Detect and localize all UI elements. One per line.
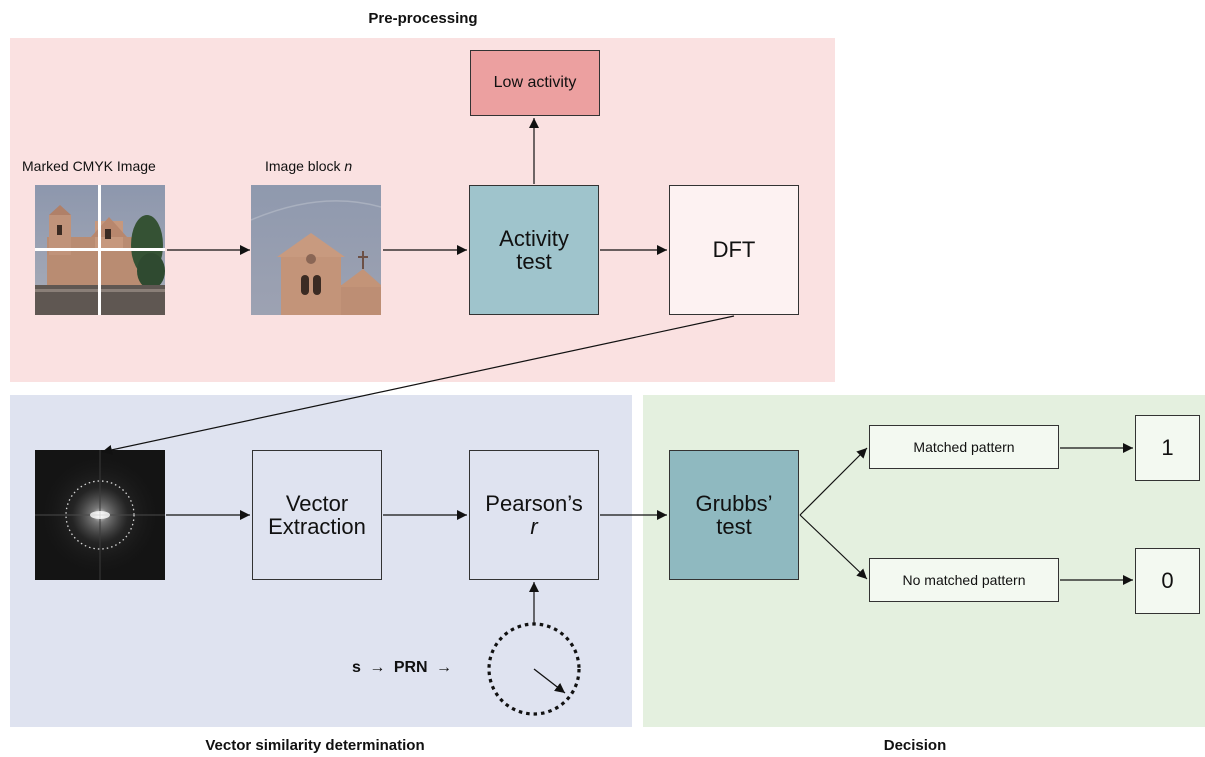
activity-test-label-1: Activity [499,225,569,251]
decision-title: Decision [883,737,947,754]
dft-spectrum-icon [35,450,165,580]
vector-extraction-label-1: Vector [285,490,349,516]
pearson-label-2: r [530,514,538,539]
pearson-box: Pearson’s r [469,450,599,580]
no-matched-pattern-box: No matched pattern [869,558,1059,602]
church-photo-grid-svg [35,185,165,315]
church-photo-svg [250,185,382,315]
marked-image-label: Marked CMYK Image [22,158,156,174]
grubbs-label-1: Grubbs’ [695,490,773,516]
grubbs-test-box: Grubbs’ test [669,450,799,580]
dft-spectrum-svg [35,450,165,580]
dft-box: DFT [669,185,799,315]
output-zero-label: 0 [1161,568,1174,594]
vector-extraction-label-2: Extraction [268,514,366,539]
matched-pattern-label: Matched pattern [913,438,1015,455]
image-block-label-var: n [344,158,353,174]
prn-label: PRN [393,659,428,676]
pearson-label-1: Pearson’s [485,490,583,516]
output-one-box: 1 [1135,415,1200,481]
activity-test-box: Activity test [469,185,599,315]
no-matched-pattern-label: No matched pattern [902,571,1026,588]
arrow-dft-to-spectrum [101,315,735,455]
grubbs-label-2: test [716,514,752,539]
prn-chain: s → PRN → [352,659,456,677]
church-photo-icon [250,185,382,315]
prn-seed: s [352,659,361,676]
low-activity-box: Low activity [470,50,600,116]
vector-similarity-title: Vector similarity determination [205,737,425,754]
matched-pattern-box: Matched pattern [869,425,1059,469]
image-block-label: Image block n [265,158,352,174]
prn-arrow-1: → [369,659,386,676]
vector-extraction-box: Vector Extraction [252,450,382,580]
prn-dial-icon [487,622,581,716]
arrow-grubbs-to-matched [799,447,868,516]
low-activity-label: Low activity [493,73,577,91]
output-zero-box: 0 [1135,548,1200,614]
dft-label: DFT [712,237,756,263]
activity-test-label-2: test [516,249,552,274]
preprocessing-title: Pre-processing [368,10,478,27]
image-block-label-text: Image block [265,158,345,174]
arrow-grubbs-to-nomatched [799,514,868,580]
church-photo-grid-icon [35,185,165,315]
output-one-label: 1 [1161,435,1174,461]
prn-arrow-2: → [436,659,453,676]
